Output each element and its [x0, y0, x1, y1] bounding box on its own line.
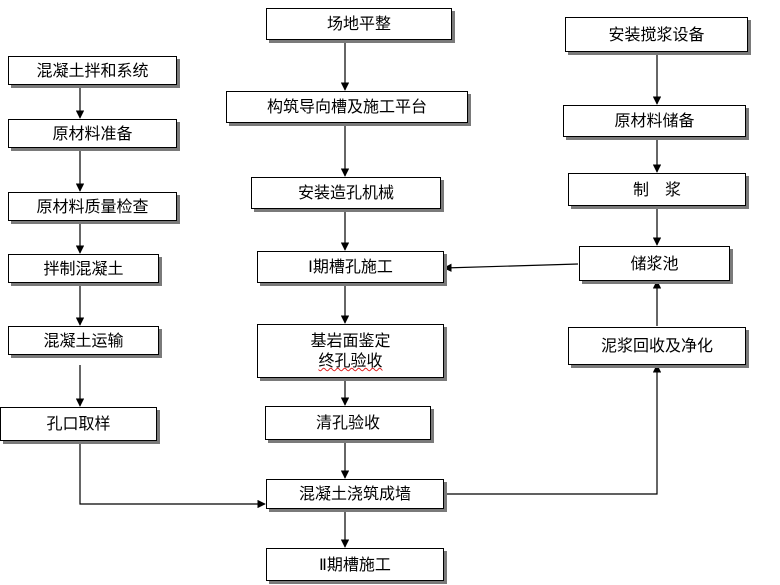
box-raw-material-prep: 原材料准备: [8, 119, 177, 148]
box-phase1-hole: Ⅰ期槽孔施工: [257, 251, 444, 283]
box-slurry-pool: 储浆池: [579, 246, 730, 281]
make-slurry-label: 制 浆: [632, 179, 681, 199]
box-transport: 混凝土运输: [8, 326, 159, 355]
box-guide-trench-platform: 构筑导向槽及施工平台: [226, 91, 468, 123]
box-bedrock-identification: 基岩面鉴定 终孔验收: [257, 324, 444, 378]
box-pour-wall: 混凝土浇筑成墙: [266, 479, 444, 509]
box-slurry-recovery: 泥浆回收及净化: [568, 327, 746, 365]
arrow-sampling-to-pour: [79, 441, 266, 509]
arrow-pour-to-recovery: [444, 364, 662, 495]
box-hole-cleaning: 清孔验收: [265, 406, 431, 440]
bedrock-identification-line1: 基岩面鉴定: [310, 331, 391, 350]
box-phase2: Ⅱ期槽施工: [266, 548, 444, 581]
box-install-drilling-machine: 安装造孔机械: [251, 177, 441, 209]
box-raw-material-storage: 原材料储备: [563, 105, 746, 137]
box-quality-check: 原材料质量检查: [8, 192, 177, 221]
box-orifice-sampling: 孔口取样: [0, 407, 157, 441]
box-make-slurry: 制 浆: [568, 173, 746, 206]
arrow-pool-to-phase1: [443, 263, 579, 272]
box-site-leveling: 场地平整: [266, 8, 452, 40]
bedrock-identification-line2: 终孔验收: [318, 351, 383, 370]
box-install-mixing-equipment: 安装搅浆设备: [565, 17, 748, 52]
box-mix-concrete: 拌制混凝土: [8, 254, 159, 283]
box-mix-system: 混凝土拌和系统: [8, 56, 177, 85]
